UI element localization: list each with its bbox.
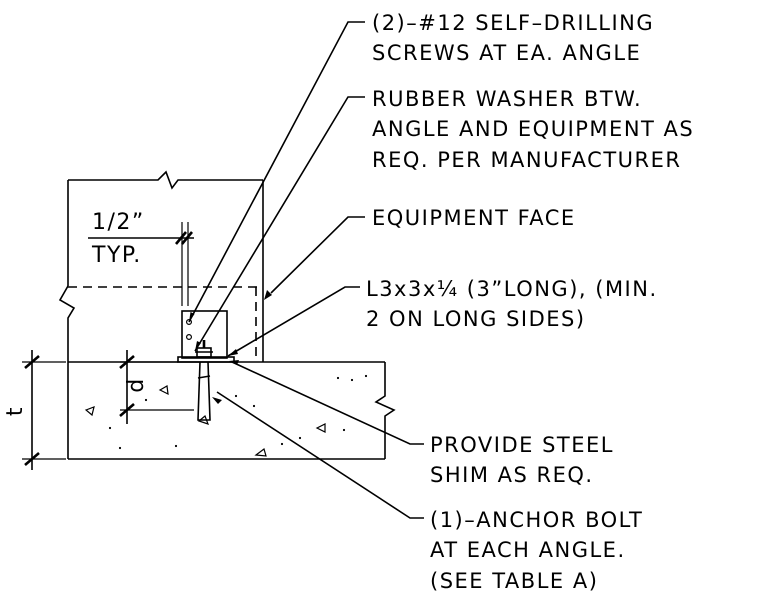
slab-thickness-dimension: t	[3, 350, 66, 470]
callout-screws-line-1: (2)–#12 SELF–DRILLING	[372, 11, 654, 35]
anchor-bolt	[197, 361, 211, 421]
embed-label: d	[124, 377, 149, 392]
gap-note: TYP.	[91, 243, 142, 268]
slab-label: t	[3, 406, 28, 416]
concrete-slab	[67, 361, 396, 460]
callout-anchor-line-1: (1)–ANCHOR BOLT	[430, 508, 643, 532]
aggregate-mark	[254, 447, 267, 457]
callout-shim-line-1: PROVIDE STEEL	[430, 433, 614, 457]
callout-screws-line-2: SCREWS AT EA. ANGLE	[372, 41, 641, 65]
aggregate-mark	[158, 385, 169, 396]
callout-washer-line-1: RUBBER WASHER BTW.	[372, 87, 642, 111]
callout-angle: L3x3x¼ (3”LONG), (MIN. 2 ON LONG SIDES)	[366, 277, 658, 331]
callout-face: EQUIPMENT FACE	[372, 206, 576, 230]
aggregate-mark	[315, 423, 326, 433]
callout-shim-line-2: SHIM AS REQ.	[430, 463, 594, 487]
angle-clip	[181, 310, 228, 359]
leader-lines	[188, 21, 424, 519]
gap-value: 1/2”	[92, 210, 145, 235]
callout-washer-line-2: ANGLE AND EQUIPMENT AS	[372, 117, 694, 141]
callout-shim: PROVIDE STEEL SHIM AS REQ.	[430, 433, 614, 487]
callout-angle-line-1: L3x3x¼ (3”LONG), (MIN.	[366, 277, 658, 301]
equipment-outline	[58, 170, 264, 362]
callout-anchor-line-2: AT EACH ANGLE.	[430, 538, 626, 562]
callout-washer-line-3: REQ. PER MANUFACTURER	[372, 148, 681, 172]
callout-washer: RUBBER WASHER BTW. ANGLE AND EQUIPMENT A…	[372, 87, 694, 172]
aggregate-mark	[84, 406, 95, 417]
callout-face-line-1: EQUIPMENT FACE	[372, 206, 576, 230]
gap-dimension: 1/2” TYP.	[88, 210, 194, 306]
callout-screws: (2)–#12 SELF–DRILLING SCREWS AT EA. ANGL…	[372, 11, 654, 65]
screw-hole	[186, 334, 193, 341]
callout-anchor: (1)–ANCHOR BOLT AT EACH ANGLE. (SEE TABL…	[430, 508, 643, 593]
anchor-bolt-nut	[195, 340, 213, 358]
embedment-dimension: d	[119, 350, 194, 424]
callout-angle-line-2: 2 ON LONG SIDES)	[366, 307, 586, 331]
callout-anchor-line-3: (SEE TABLE A)	[430, 569, 598, 593]
screw-hole	[186, 319, 193, 326]
